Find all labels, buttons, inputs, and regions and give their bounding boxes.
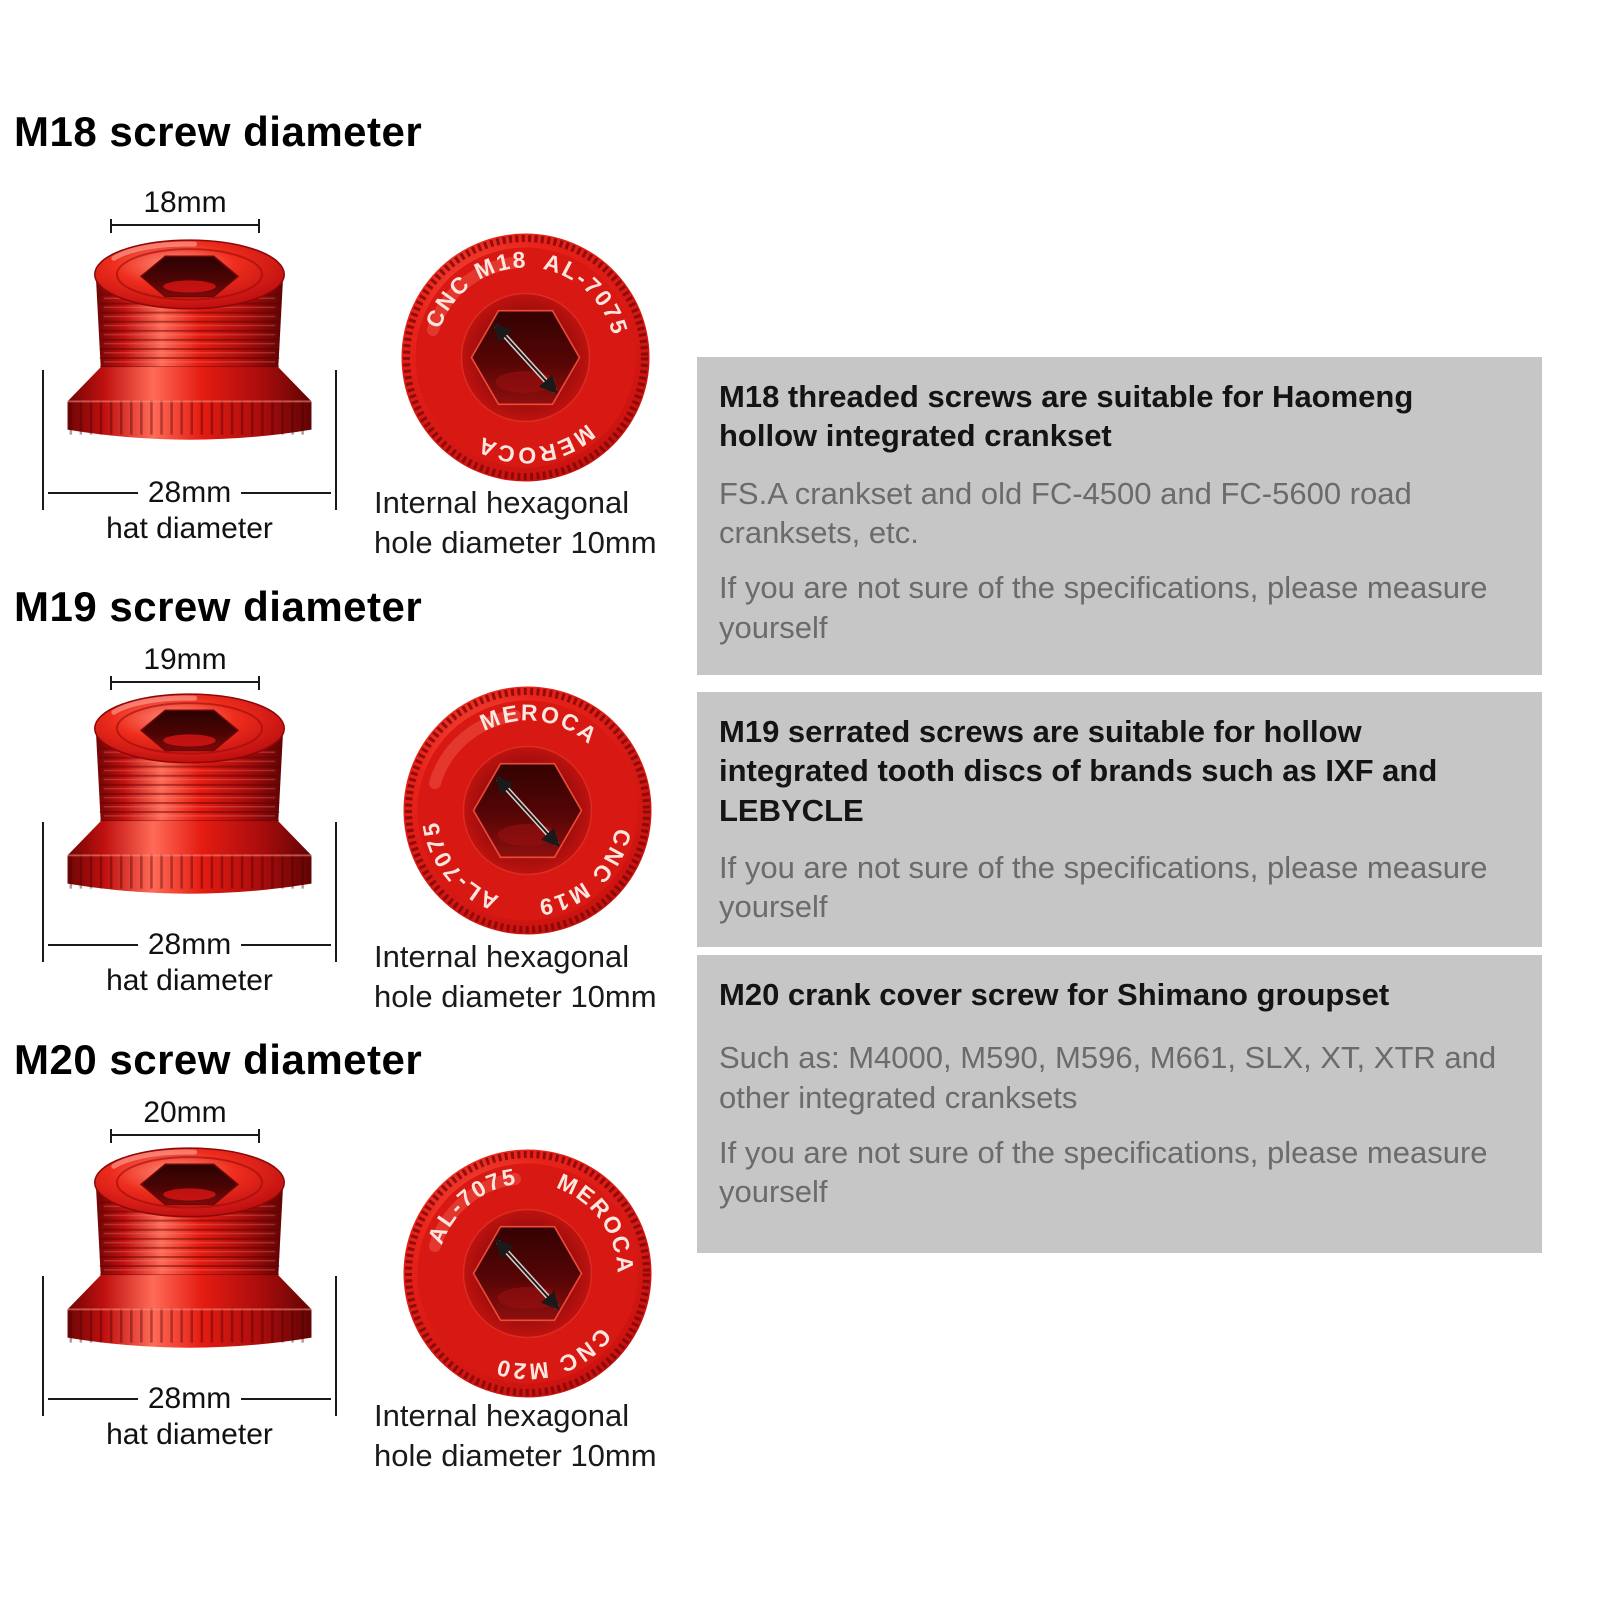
diameter-arrow-icon	[493, 323, 558, 394]
section-m18-heading: M18 screw diameter	[14, 108, 423, 155]
m20-info-box: M20 crank cover screw for Shimano groups…	[697, 955, 1542, 1253]
m20-info-title: M20 crank cover screw for Shimano groups…	[719, 977, 1390, 1012]
m18-hat-dimension-label: 28mm	[147, 476, 232, 509]
diameter-arrow-icon	[495, 1239, 560, 1310]
diameter-arrow-icon	[495, 776, 560, 847]
m20-info-paragraph: If you are not sure of the specification…	[719, 1135, 1488, 1210]
m18-top-dimension-line	[110, 219, 260, 233]
dimension-line	[48, 492, 138, 494]
dimension-line	[48, 1398, 138, 1400]
m18-side-view-image	[67, 239, 312, 440]
m19-top-dimension: 19mm	[95, 643, 275, 690]
m20-top-dimension-line	[110, 1129, 260, 1143]
m19-hat-dimension-label: 28mm	[147, 928, 232, 961]
m18-info-paragraph: If you are not sure of the specification…	[719, 570, 1488, 645]
m20-info-paragraph: Such as: M4000, M590, M596, M661, SLX, X…	[719, 1040, 1497, 1115]
m20-hex-caption: Internal hexagonal hole diameter 10mm	[374, 1398, 657, 1474]
m18-info-title: M18 threaded screws are suitable for Hao…	[719, 379, 1414, 454]
section-m20-heading: M20 screw diameter	[14, 1036, 423, 1083]
m19-hat-dimension: 28mm hat diameter	[42, 822, 337, 998]
dimension-line	[48, 944, 138, 946]
dimension-line	[241, 944, 332, 946]
m19-hex-caption: Internal hexagonal hole diameter 10mm	[374, 939, 657, 1015]
m19-top-dimension-line	[110, 676, 260, 690]
m18-info-paragraph: FS.A crankset and old FC-4500 and FC-560…	[719, 475, 1412, 551]
m20-hat-dimension-label: 28mm	[147, 1382, 232, 1415]
m19-hat-caption: hat diameter	[106, 964, 273, 997]
m19-info-paragraph: If you are not sure of the specification…	[719, 850, 1488, 925]
section-m19-heading: M19 screw diameter	[14, 583, 423, 630]
m18-top-dimension: 18mm	[95, 186, 275, 233]
m20-top-dimension: 20mm	[95, 1096, 275, 1143]
m20-hat-dimension: 28mm hat diameter	[42, 1276, 337, 1452]
m19-top-dimension-label: 19mm	[143, 643, 227, 676]
m19-info-title: M19 serrated screws are suitable for hol…	[719, 714, 1438, 828]
m20-hat-caption: hat diameter	[106, 1418, 273, 1451]
dimension-line	[241, 492, 332, 494]
m20-side-view-image	[67, 1147, 312, 1348]
m19-info-box: M19 serrated screws are suitable for hol…	[697, 692, 1542, 947]
m20-top-view-image: AL-7075 MEROCA CNC M20	[403, 1149, 652, 1398]
m18-info-box: M18 threaded screws are suitable for Hao…	[697, 357, 1542, 675]
m18-hex-caption: Internal hexagonal hole diameter 10mm	[374, 485, 657, 561]
m18-hat-dimension: 28mm hat diameter	[42, 370, 337, 546]
m20-top-dimension-label: 20mm	[143, 1096, 227, 1129]
m19-side-view-image	[67, 693, 312, 894]
dimension-line	[241, 1398, 332, 1400]
m18-top-view-image: CNC M18 AL-7075 MEROCA	[401, 233, 650, 482]
m18-hat-caption: hat diameter	[106, 512, 273, 545]
m19-top-view-image: MEROCA CNC M19 AL-7075	[403, 686, 652, 935]
m18-top-dimension-label: 18mm	[143, 186, 227, 219]
